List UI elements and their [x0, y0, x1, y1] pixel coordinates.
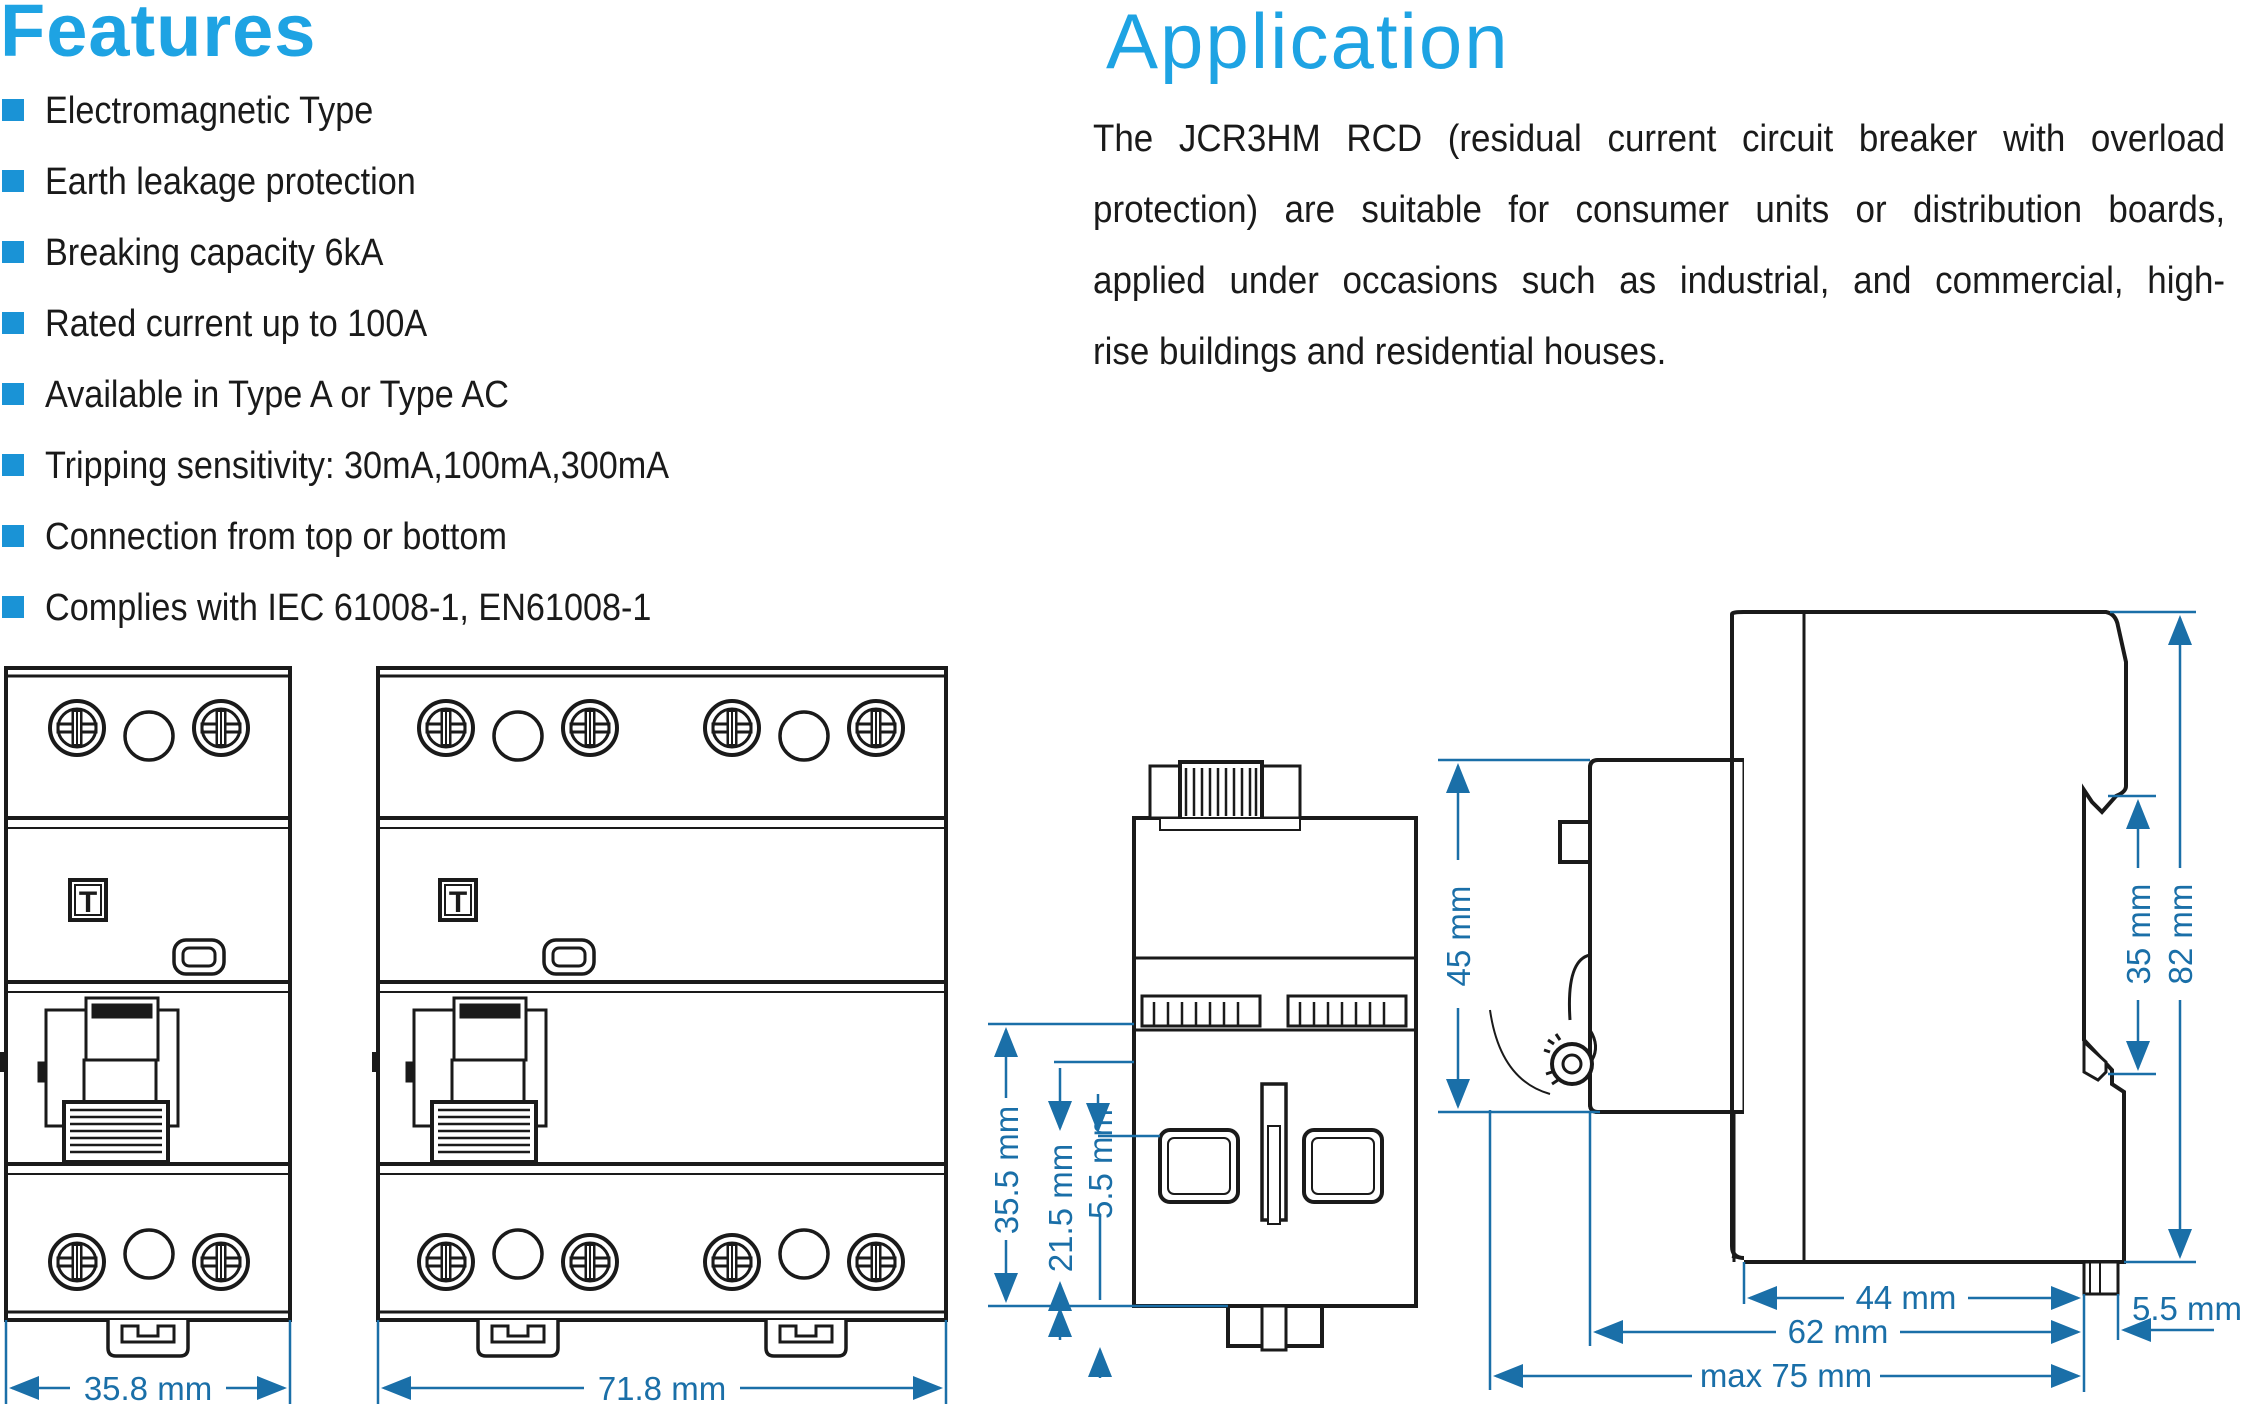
square-bullet-icon	[2, 454, 24, 476]
dim-label-35-5: 35.5 mm	[988, 1106, 1025, 1234]
dimension-lines	[4, 610, 2214, 1404]
din-clip	[764, 1318, 848, 1358]
test-button-label: T	[449, 886, 467, 919]
rcd-2pole-front-view: T	[0, 666, 292, 1358]
dimension-labels: 35.8 mm 71.8 mm 35.5 mm 21.5 mm 5.5 mm 4…	[84, 884, 2242, 1407]
features-title: Features	[0, 0, 317, 72]
paragraph-line: rise buildings and residential houses.	[1093, 331, 1667, 373]
square-bullet-icon	[2, 525, 24, 547]
din-clip	[476, 1318, 560, 1358]
square-bullet-icon	[2, 170, 24, 192]
dim-label-45: 45 mm	[1440, 886, 1477, 987]
paragraph-line: applied under occasions such as industri…	[1093, 260, 2226, 302]
rcd-4pole-front-view: T	[372, 666, 948, 1358]
rcd-front-profile-view	[1132, 760, 1418, 1352]
application-paragraph: The JCR3HM RCD (residual current circuit…	[1093, 104, 2225, 388]
application-title: Application	[1106, 0, 1510, 85]
screw-terminal-icon	[192, 699, 250, 757]
feature-item: Tripping sensitivity: 30mA,100mA,300mA	[0, 437, 738, 508]
feature-item: Available in Type A or Type AC	[0, 366, 738, 437]
feature-item: Connection from top or bottom	[0, 508, 738, 579]
dim-label-62: 62 mm	[1788, 1313, 1889, 1350]
dim-label-21-5: 21.5 mm	[1042, 1144, 1079, 1272]
dim-label-82: 82 mm	[2162, 884, 2199, 985]
square-bullet-icon	[2, 596, 24, 618]
test-button-label: T	[79, 886, 97, 919]
feature-item: Electromagnetic Type	[0, 82, 738, 153]
indicator-window-icon	[542, 938, 596, 976]
dim-label-35: 35 mm	[2120, 884, 2157, 985]
paragraph-line: The JCR3HM RCD (residual current circuit…	[1093, 118, 2226, 160]
feature-item: Breaking capacity 6kA	[0, 224, 738, 295]
square-bullet-icon	[2, 241, 24, 263]
feature-item: Earth leakage protection	[0, 153, 738, 224]
square-bullet-icon	[2, 312, 24, 334]
indicator-window-icon	[172, 938, 226, 976]
din-clip	[106, 1318, 190, 1358]
screw-terminal-icon	[48, 699, 106, 757]
square-bullet-icon	[2, 99, 24, 121]
square-bullet-icon	[2, 383, 24, 405]
feature-item: Rated current up to 100A	[0, 295, 738, 366]
rotation-arc	[1489, 1009, 1551, 1095]
dim-label-5-5-front: 5.5 mm	[1082, 1109, 1119, 1219]
rcd-side-view	[1543, 610, 2128, 1296]
dim-label-max-75: max 75 mm	[1700, 1357, 1872, 1394]
dim-label-4pole-width: 71.8 mm	[598, 1370, 726, 1407]
dim-label-44: 44 mm	[1856, 1279, 1957, 1316]
screw-terminal-icon	[48, 1233, 106, 1291]
feature-item: Complies with IEC 61008-1, EN61008-1	[0, 579, 738, 650]
dim-label-5-5-side: 5.5 mm	[2132, 1290, 2242, 1327]
features-list: Electromagnetic Type Earth leakage prote…	[0, 82, 738, 650]
dim-label-2pole-width: 35.8 mm	[84, 1370, 212, 1407]
paragraph-line: protection) are suitable for consumer un…	[1093, 189, 2226, 231]
screw-terminal-icon	[192, 1233, 250, 1291]
